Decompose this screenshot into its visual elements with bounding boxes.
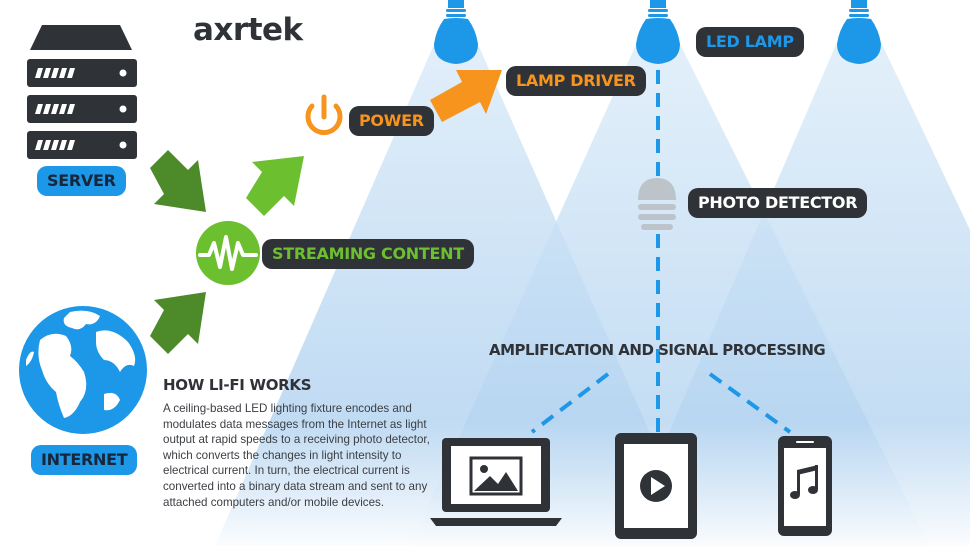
description-title: HOW LI-FI WORKS [163,376,312,394]
tablet-icon [615,433,697,539]
led-lamp-label: LED LAMP [696,27,804,57]
wave-icon [196,221,260,285]
lamp-driver-label: LAMP DRIVER [506,66,646,96]
internet-label: INTERNET [31,445,138,475]
data-link-line [708,372,792,434]
power-label: POWER [349,106,434,136]
phone-icon [778,436,832,536]
bulb-icon [636,0,680,64]
music-icon [790,465,818,499]
arrow-icon [150,150,206,212]
bulb-icon [837,0,881,64]
light-beam-right [620,40,970,546]
data-link-line [530,372,610,434]
laptop-icon [430,438,562,526]
globe-icon [19,306,147,434]
arrow-icon [150,292,206,354]
arrow-icon [246,156,304,216]
streaming-content-label: STREAMING CONTENT [262,239,474,269]
server-icon [27,25,137,159]
play-icon [640,470,672,502]
server-label: SERVER [37,166,126,196]
arrow-icon [430,70,502,122]
brand-logo: axrtek [193,12,303,48]
description-body: A ceiling-based LED lighting fixture enc… [163,402,430,509]
bulb-icon [434,0,478,64]
amplification-label: AMPLIFICATION AND SIGNAL PROCESSING [489,341,826,359]
image-icon [469,456,523,496]
power-icon [305,94,343,136]
photo-detector-icon [638,178,676,230]
photo-detector-label: PHOTO DETECTOR [688,188,868,218]
